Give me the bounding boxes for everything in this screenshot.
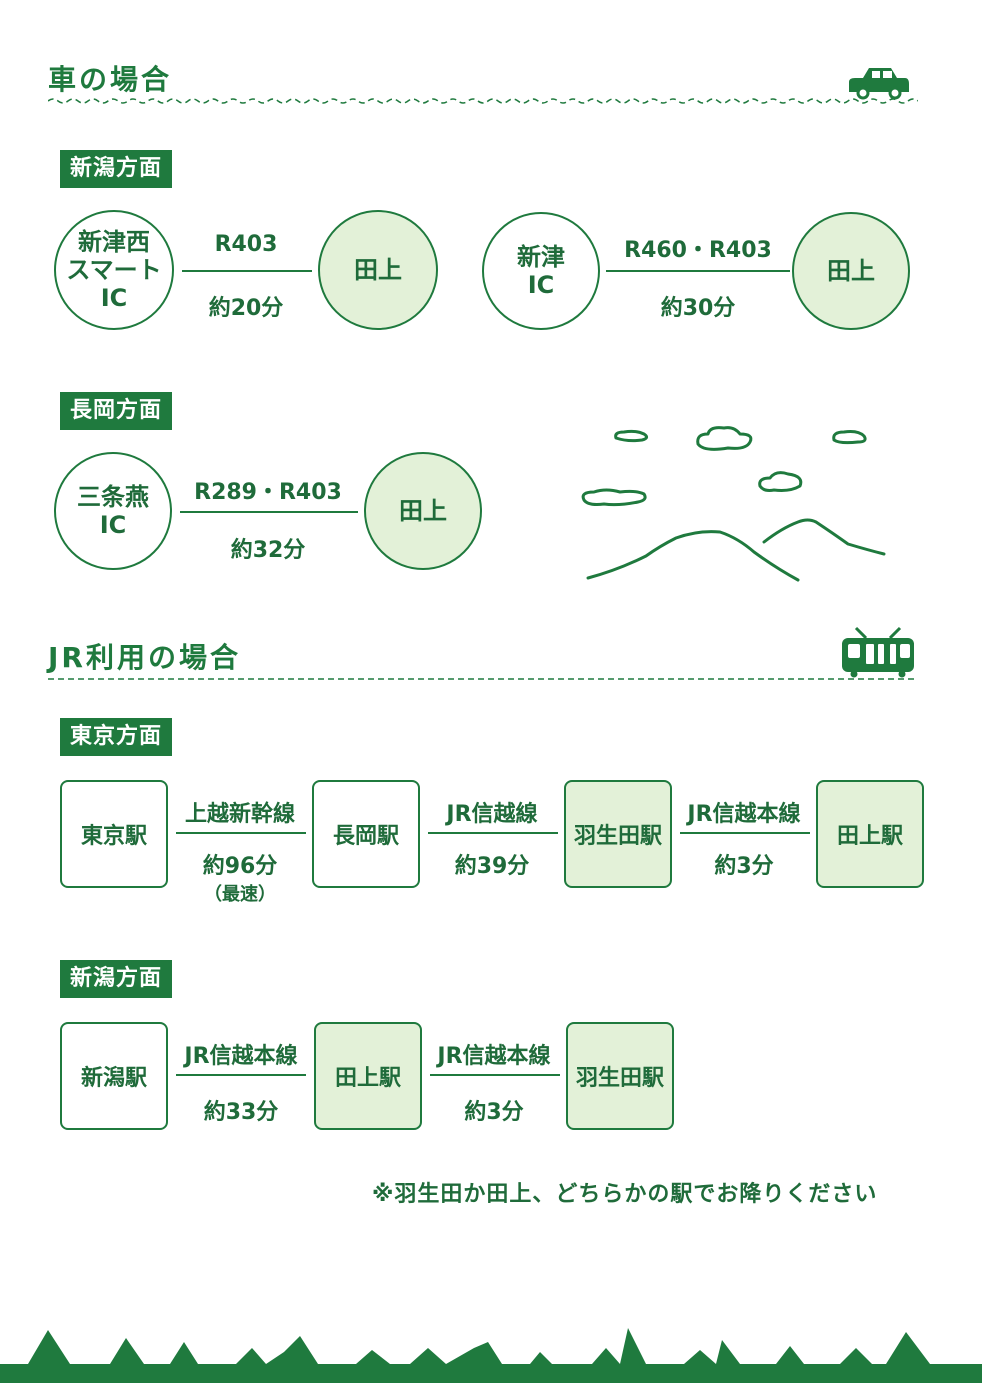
niigata-car-tag: 新潟方面 xyxy=(60,150,173,188)
time-label: 約32分 xyxy=(230,538,306,563)
route-line xyxy=(182,270,312,272)
time-label: 約39分 xyxy=(454,854,530,879)
route-line xyxy=(176,832,306,834)
road-label: R460・R403 xyxy=(624,238,772,263)
car-section-divider xyxy=(48,98,918,104)
train-icon xyxy=(842,626,914,678)
station-box-tagami: 田上駅 xyxy=(314,1022,422,1130)
time-note: （最速） xyxy=(204,884,276,905)
jr-section-title: JR利用の場合 xyxy=(48,641,241,674)
time-label: 約30分 xyxy=(660,296,736,321)
line-label: JR信越本線 xyxy=(437,1044,551,1069)
route-line xyxy=(430,1074,560,1076)
line-label: JR信越本線 xyxy=(687,802,801,827)
time-label: 約33分 xyxy=(203,1100,279,1125)
route-line xyxy=(606,270,790,272)
destination-circle-tagami: 田上 xyxy=(792,212,910,330)
line-label: JR信越本線 xyxy=(184,1044,298,1069)
origin-circle-niitsu: 新津 IC xyxy=(482,212,600,330)
origin-circle-sanjo-tsubame: 三条燕 IC xyxy=(54,452,172,570)
route-line xyxy=(176,1074,306,1076)
time-label: 約3分 xyxy=(714,854,774,879)
line-label: JR信越線 xyxy=(446,802,538,827)
mountains-illustration xyxy=(581,426,886,582)
route-line xyxy=(680,832,810,834)
nagaoka-car-tag: 長岡方面 xyxy=(60,392,173,430)
time-label: 約3分 xyxy=(464,1100,524,1125)
station-box-hanyuda: 羽生田駅 xyxy=(564,780,672,888)
road-label: R403 xyxy=(214,232,278,257)
station-box-tokyo: 東京駅 xyxy=(60,780,168,888)
origin-circle-niitsu-nishi: 新津西 スマート IC xyxy=(54,210,174,330)
station-box-tagami: 田上駅 xyxy=(816,780,924,888)
car-icon xyxy=(849,68,909,100)
route-line xyxy=(428,832,558,834)
destination-circle-tagami: 田上 xyxy=(318,210,438,330)
tokyo-jr-tag: 東京方面 xyxy=(60,718,173,756)
route-line xyxy=(180,511,358,513)
line-label: 上越新幹線 xyxy=(184,802,295,827)
time-label: 約20分 xyxy=(208,296,284,321)
time-label: 約96分 xyxy=(202,854,278,879)
station-box-hanyuda: 羽生田駅 xyxy=(566,1022,674,1130)
jr-section-divider xyxy=(48,678,918,680)
road-label: R289・R403 xyxy=(194,480,342,505)
niigata-jr-tag: 新潟方面 xyxy=(60,960,173,998)
station-box-nagaoka: 長岡駅 xyxy=(312,780,420,888)
destination-circle-tagami: 田上 xyxy=(364,452,482,570)
car-section-title: 車の場合 xyxy=(48,63,173,96)
station-box-niigata: 新潟駅 xyxy=(60,1022,168,1130)
mountain-silhouette xyxy=(0,1328,982,1383)
station-note: ※羽生田か田上、どちらかの駅でお降りください xyxy=(372,1182,878,1207)
